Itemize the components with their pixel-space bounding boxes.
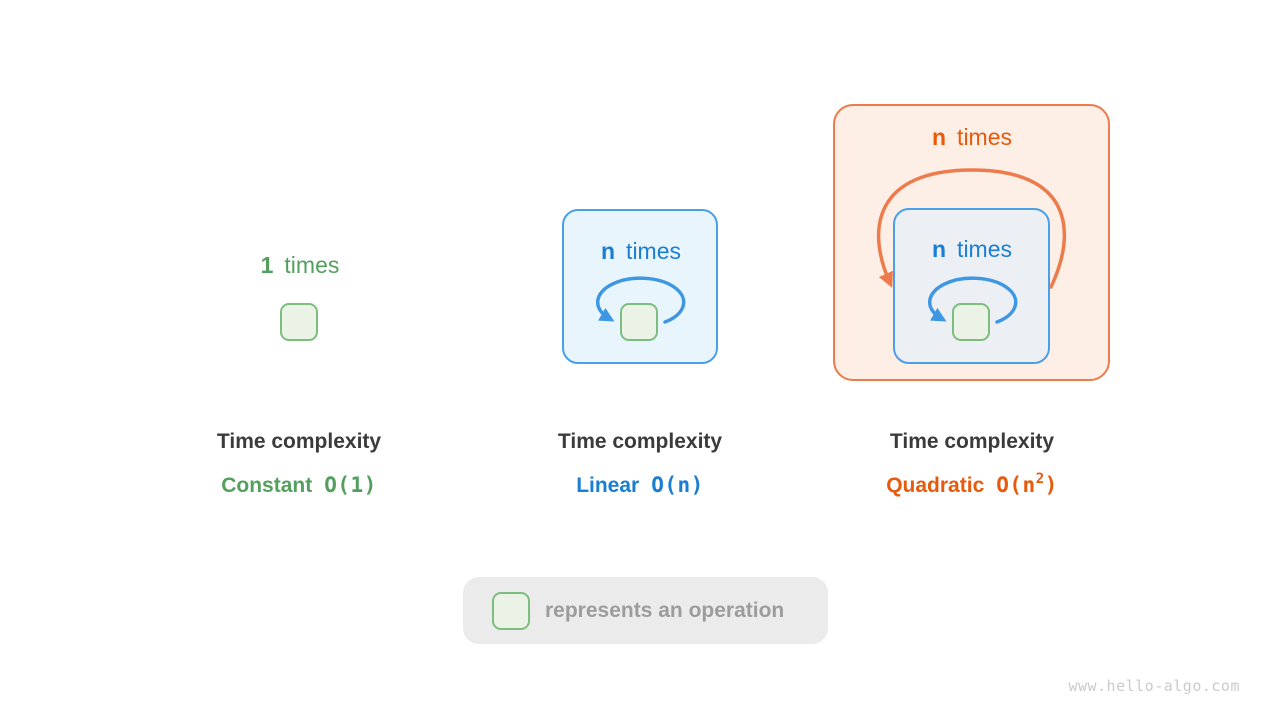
quadratic-big-o: O(n2) <box>996 471 1058 497</box>
quadratic-inner-times-word: times <box>957 236 1013 262</box>
legend: represents an operation <box>463 577 828 644</box>
linear-big-o: O(n) <box>651 473 704 497</box>
linear-caption-title: Time complexity <box>557 430 723 453</box>
linear-complexity: Linear O(n) <box>480 472 800 498</box>
linear-operation-square <box>620 303 658 341</box>
quadratic-complexity-name: Quadratic <box>886 474 985 497</box>
quadratic-operation-square <box>952 303 990 341</box>
constant-operation-square <box>280 303 318 341</box>
constant-big-o: O(1) <box>324 473 377 497</box>
linear-times-count: n <box>600 238 616 264</box>
constant-caption-title: Time complexity <box>216 430 382 453</box>
quadratic-outer-times-word: times <box>957 124 1013 150</box>
linear-caption: Time complexity <box>480 430 800 454</box>
watermark: www.hello-algo.com <box>1068 677 1240 695</box>
constant-times-label: 1 times <box>261 252 340 279</box>
quadratic-outer-times-count: n <box>931 124 947 150</box>
linear-complexity-name: Linear <box>576 474 640 497</box>
constant-complexity: Constant O(1) <box>139 472 459 498</box>
constant-complexity-name: Constant <box>221 474 313 497</box>
legend-text: represents an operation <box>545 598 785 622</box>
constant-times-word: times <box>284 252 340 278</box>
constant-times-count: 1 <box>260 252 274 278</box>
linear-times-word: times <box>626 238 682 264</box>
quadratic-inner-times-count: n <box>931 236 947 262</box>
quadratic-caption: Time complexity <box>812 430 1132 454</box>
constant-caption: Time complexity <box>139 430 459 454</box>
legend-operation-square <box>492 591 530 630</box>
quadratic-caption-title: Time complexity <box>889 430 1055 453</box>
quadratic-complexity: Quadratic O(n2) <box>812 471 1132 498</box>
